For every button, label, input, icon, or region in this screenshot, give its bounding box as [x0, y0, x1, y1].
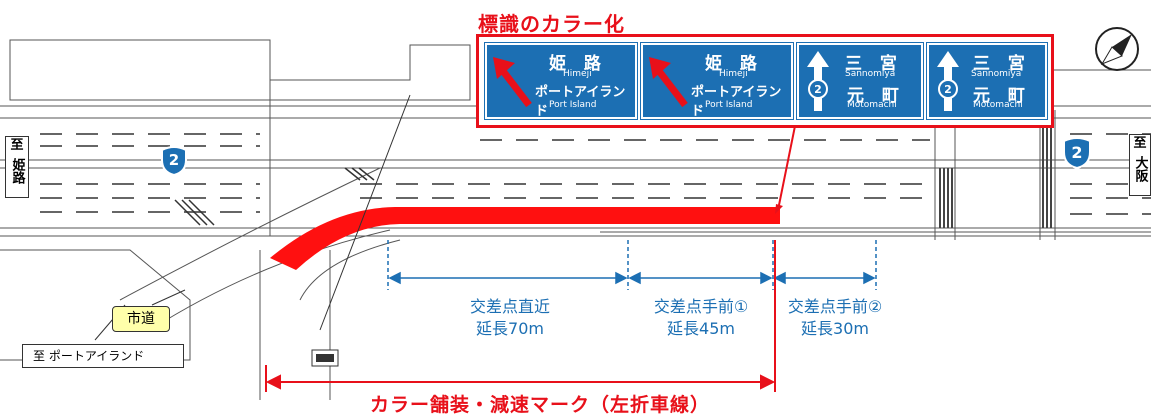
sign-sub-text: ポートアイランド: [691, 85, 782, 119]
section-label-1: 交差点直近 延長70m: [469, 297, 550, 338]
sign-himeji-port-island-1: 姫 路 Himeji ポートアイランド Port Island: [484, 42, 638, 120]
sign-sub-text: 元 町: [973, 86, 1031, 106]
route-2-shield-icon: 2: [1062, 137, 1092, 170]
compass-icon: [1095, 27, 1139, 71]
city-road-label: 市道: [112, 306, 170, 332]
svg-text:2: 2: [814, 83, 822, 96]
destination-osaka-label: 至 大阪: [1129, 134, 1151, 196]
sign-sub-roman: Motomachi: [847, 100, 897, 110]
sign-sub-roman: Port Island: [549, 100, 597, 110]
colored-pavement-label: カラー舗装・減速マーク（左折車線）: [370, 394, 711, 416]
port-island-destination-label: 至 ポートアイランド: [22, 344, 184, 368]
sign-sub-text: 元 町: [847, 86, 905, 106]
left-turn-arrow-icon: [493, 57, 532, 108]
sign-main-roman: Sannomiya: [845, 69, 896, 79]
sign-main-roman: Himeji: [563, 69, 592, 79]
colored-left-turn-lane: [270, 207, 780, 270]
straight-arrow-icon: 2: [807, 51, 829, 111]
section-label-3: 交差点手前② 延長30m: [787, 297, 883, 338]
sign-sub-roman: Port Island: [705, 100, 753, 110]
section-label-2: 交差点手前① 延長45m: [653, 297, 749, 338]
destination-himeji-label: 至 姫路: [5, 136, 29, 198]
sign-sannomiya-motomachi-1: 2 三 宮 Sannomiya 元 町 Motomachi: [796, 42, 924, 120]
colored-signs-panel: 姫 路 Himeji ポートアイランド Port Island 姫 路 Hime…: [476, 34, 1054, 128]
left-turn-arrow-icon: [649, 57, 688, 108]
route-2-shield-icon: 2: [160, 146, 188, 177]
sign-main-text: 姫 路: [705, 54, 763, 74]
sign-himeji-port-island-2: 姫 路 Himeji ポートアイランド Port Island: [640, 42, 794, 120]
svg-text:2: 2: [944, 83, 952, 96]
sign-main-roman: Sannomiya: [971, 69, 1022, 79]
sign-main-text: 姫 路: [549, 54, 607, 74]
sign-sub-roman: Motomachi: [973, 100, 1023, 110]
sign-sub-text: ポートアイランド: [535, 85, 626, 119]
sign-colorization-title: 標識のカラー化: [478, 12, 625, 36]
sign-sannomiya-motomachi-2: 2 三 宮 Sannomiya 元 町 Motomachi: [926, 42, 1048, 120]
sign-main-text: 三 宮: [973, 54, 1031, 74]
sign-main-roman: Himeji: [719, 69, 748, 79]
straight-arrow-icon: 2: [937, 51, 959, 111]
sign-pointer-line: [777, 125, 796, 211]
sign-main-text: 三 宮: [845, 54, 903, 74]
